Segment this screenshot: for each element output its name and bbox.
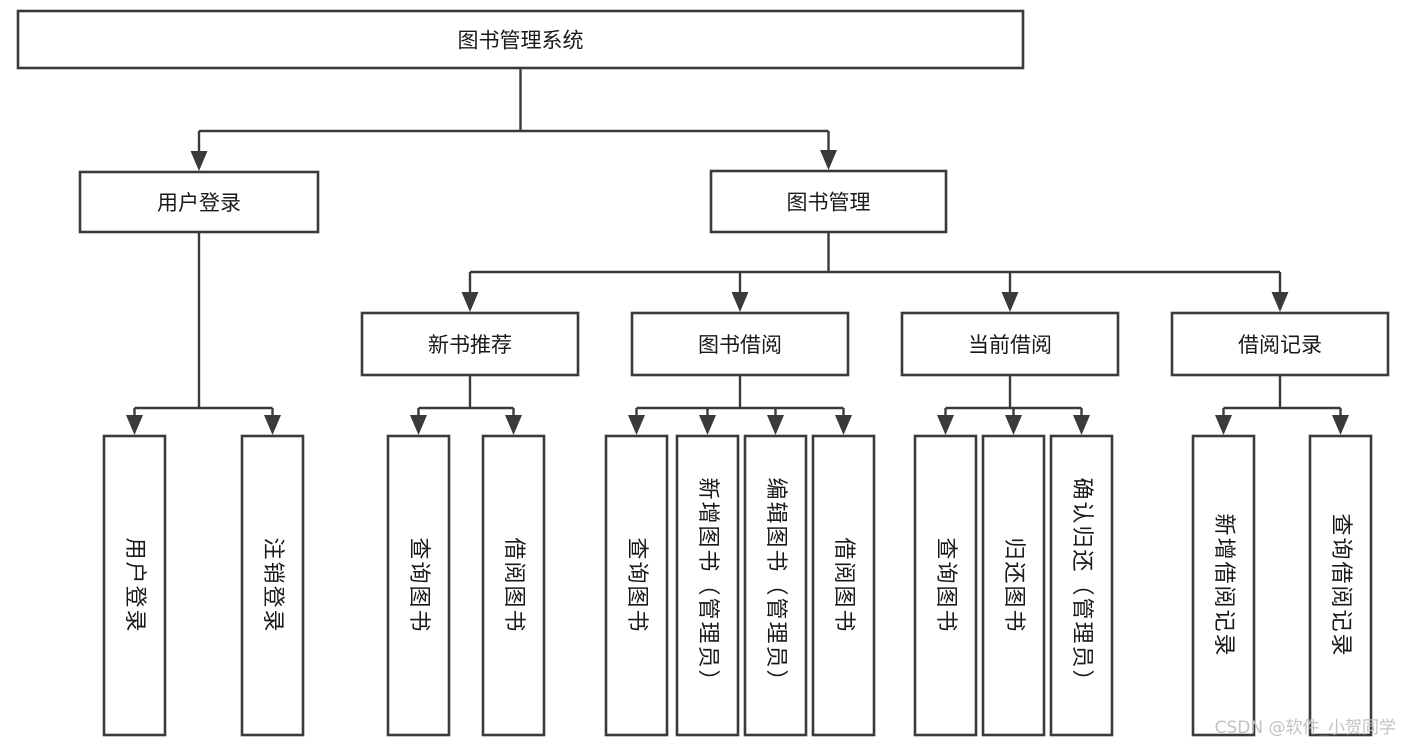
node-label-user-login: 用户登录	[157, 191, 241, 215]
node-current-borrow[interactable]: 当前借阅	[900, 311, 1120, 377]
node-leaf-borrow-book-rec[interactable]: 借阅图书	[481, 434, 546, 737]
arrow-head-icon	[410, 415, 427, 435]
connector-group-book-borrow	[628, 375, 852, 435]
node-box-leaf-logout[interactable]	[240, 434, 305, 737]
node-box-leaf-edit-book[interactable]	[743, 434, 808, 737]
node-box-leaf-query-record[interactable]	[1308, 434, 1373, 737]
node-leaf-query-book-rec[interactable]: 查询图书	[386, 434, 451, 737]
arrow-head-icon	[937, 415, 954, 435]
node-leaf-add-record[interactable]: 新增借阅记录	[1191, 434, 1256, 737]
node-borrow-record[interactable]: 借阅记录	[1170, 311, 1390, 377]
arrow-head-icon	[1271, 292, 1289, 312]
node-box-user-login[interactable]	[78, 170, 320, 234]
node-box-leaf-borrow-book-rec[interactable]	[481, 434, 546, 737]
node-label-leaf-confirm-return: 确认归还（管理员）	[1069, 477, 1094, 693]
arrow-head-icon	[699, 415, 716, 435]
node-label-leaf-borrow-book-rec: 借阅图书	[501, 537, 526, 633]
node-box-leaf-query-book-cur[interactable]	[913, 434, 978, 737]
node-box-current-borrow[interactable]	[900, 311, 1120, 377]
node-box-book-borrow[interactable]	[630, 311, 850, 377]
node-leaf-add-book[interactable]: 新增图书（管理员）	[675, 434, 740, 737]
node-box-leaf-query-book-rec[interactable]	[386, 434, 451, 737]
node-leaf-confirm-return[interactable]: 确认归还（管理员）	[1049, 434, 1114, 737]
arrow-head-icon	[767, 415, 784, 435]
node-label-leaf-query-book-rec: 查询图书	[406, 537, 431, 633]
node-box-leaf-confirm-return[interactable]	[1049, 434, 1114, 737]
connector-group-book-manage	[461, 232, 1289, 312]
node-label-new-book-rec: 新书推荐	[428, 333, 512, 357]
node-box-leaf-user-login[interactable]	[102, 434, 167, 737]
node-label-leaf-logout: 注销登录	[260, 537, 285, 633]
node-box-book-manage[interactable]	[709, 169, 948, 234]
arrow-head-icon	[126, 415, 143, 435]
node-new-book-rec[interactable]: 新书推荐	[360, 311, 580, 377]
arrow-head-icon	[731, 292, 749, 312]
node-label-borrow-record: 借阅记录	[1238, 333, 1322, 357]
node-label-leaf-user-login: 用户登录	[122, 537, 147, 633]
arrow-head-icon	[264, 415, 281, 435]
node-user-login[interactable]: 用户登录	[78, 170, 320, 234]
node-book-manage[interactable]: 图书管理	[709, 169, 948, 234]
connector-group-user-login	[126, 232, 281, 435]
node-box-leaf-add-record[interactable]	[1191, 434, 1256, 737]
node-label-book-borrow: 图书借阅	[698, 333, 782, 357]
arrow-head-icon	[835, 415, 852, 435]
arrow-head-icon	[505, 415, 522, 435]
node-label-leaf-query-book-borrow: 查询图书	[624, 537, 649, 633]
node-label-leaf-borrow-book: 借阅图书	[831, 537, 856, 633]
node-label-leaf-add-book: 新增图书（管理员）	[695, 477, 720, 693]
arrow-head-icon	[461, 292, 479, 312]
node-box-borrow-record[interactable]	[1170, 311, 1390, 377]
arrow-head-icon	[1005, 415, 1022, 435]
node-leaf-query-book-cur[interactable]: 查询图书	[913, 434, 978, 737]
node-leaf-borrow-book[interactable]: 借阅图书	[811, 434, 876, 737]
node-layer: 图书管理系统用户登录图书管理新书推荐图书借阅当前借阅借阅记录用户登录注销登录查询…	[16, 9, 1390, 737]
arrow-head-icon	[1073, 415, 1090, 435]
node-label-root: 图书管理系统	[458, 29, 584, 53]
node-label-leaf-add-record: 新增借阅记录	[1211, 513, 1236, 657]
node-box-leaf-return-book[interactable]	[981, 434, 1046, 737]
arrow-head-icon	[628, 415, 645, 435]
node-label-current-borrow: 当前借阅	[968, 333, 1052, 357]
node-leaf-query-record[interactable]: 查询借阅记录	[1308, 434, 1373, 737]
node-leaf-return-book[interactable]: 归还图书	[981, 434, 1046, 737]
node-label-leaf-edit-book: 编辑图书（管理员）	[763, 477, 788, 693]
csdn-watermark: CSDN @软件_小贺同学	[1215, 718, 1396, 738]
connector-layer	[126, 68, 1349, 435]
node-box-root[interactable]	[16, 9, 1025, 70]
node-box-leaf-borrow-book[interactable]	[811, 434, 876, 737]
arrow-head-icon	[1215, 415, 1232, 435]
node-root[interactable]: 图书管理系统	[16, 9, 1025, 70]
connector-group-borrow-record	[1215, 375, 1349, 435]
arrow-head-icon	[1332, 415, 1349, 435]
connector-group-root	[190, 68, 837, 171]
node-leaf-user-login[interactable]: 用户登录	[102, 434, 167, 737]
node-label-leaf-query-record: 查询借阅记录	[1328, 513, 1353, 657]
arrow-head-icon	[1001, 292, 1019, 312]
node-leaf-logout[interactable]: 注销登录	[240, 434, 305, 737]
connector-group-current-borrow	[937, 375, 1090, 435]
arrow-head-icon	[820, 150, 837, 170]
node-leaf-query-book-borrow[interactable]: 查询图书	[604, 434, 669, 737]
arrow-head-icon	[190, 151, 208, 171]
node-leaf-edit-book[interactable]: 编辑图书（管理员）	[743, 434, 808, 737]
node-label-leaf-query-book-cur: 查询图书	[933, 537, 958, 633]
node-box-new-book-rec[interactable]	[360, 311, 580, 377]
node-label-book-manage: 图书管理	[787, 191, 871, 215]
node-box-leaf-query-book-borrow[interactable]	[604, 434, 669, 737]
connector-group-new-book-rec	[410, 375, 522, 435]
node-label-leaf-return-book: 归还图书	[1001, 537, 1026, 633]
node-book-borrow[interactable]: 图书借阅	[630, 311, 850, 377]
node-box-leaf-add-book[interactable]	[675, 434, 740, 737]
